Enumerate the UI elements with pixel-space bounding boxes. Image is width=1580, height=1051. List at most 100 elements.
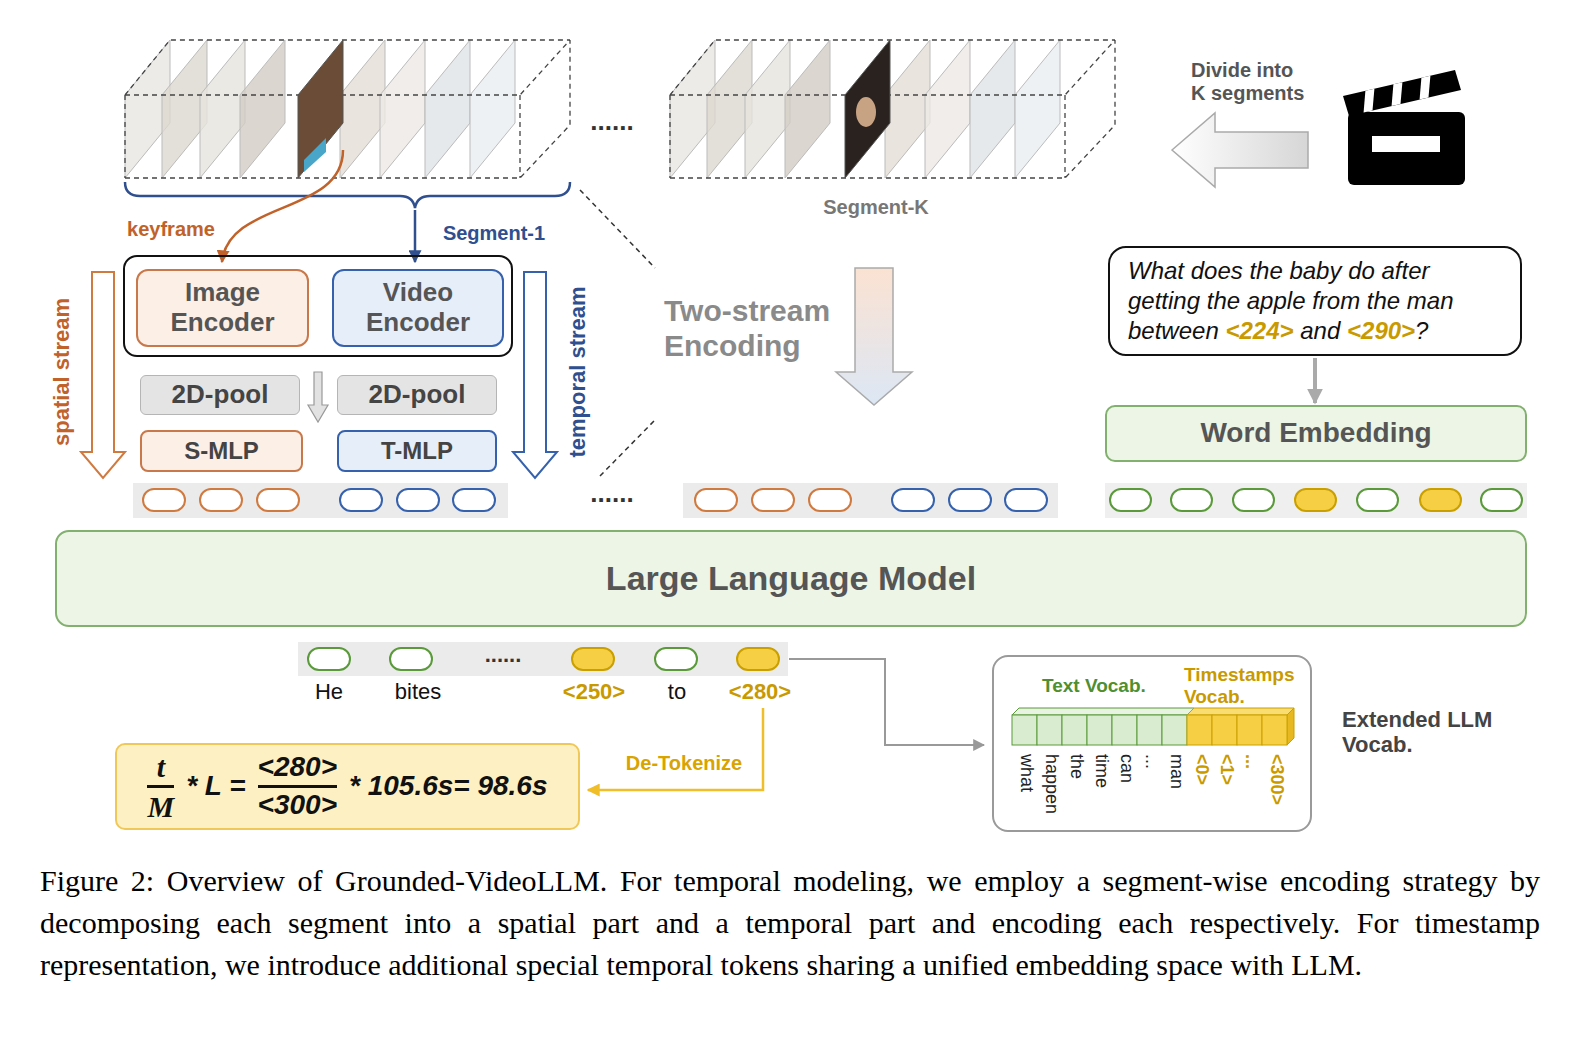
output-word: bites <box>395 679 441 704</box>
question-bubble: What does the baby do after getting the … <box>1108 246 1522 356</box>
vocab-cells <box>1287 708 1294 745</box>
fraction: <280><300> <box>258 752 337 821</box>
vocab-heading: Extended LLM Vocab. <box>1342 707 1527 758</box>
connector <box>1313 358 1317 403</box>
fraction-bar <box>258 785 337 788</box>
step-note: Two-stream Encoding <box>664 294 844 363</box>
token-row <box>752 489 794 511</box>
pool-box: 2D-pool <box>140 375 300 415</box>
encoding-arrow <box>836 268 912 405</box>
vocab-cells <box>1162 715 1187 745</box>
fraction-numerator: t <box>157 750 165 783</box>
vocab-cells <box>1187 708 1294 715</box>
token-row <box>892 489 934 511</box>
vocab-box: Text Vocab.Timestamps Vocab.whathappenth… <box>992 655 1312 832</box>
token-row <box>1110 489 1151 511</box>
token-row <box>1295 489 1336 511</box>
keyframe-label: keyframe <box>127 218 215 241</box>
formula-part: * L = <box>186 771 245 802</box>
video-segment <box>425 40 470 178</box>
vocab-heading: Timestamps Vocab. <box>1184 664 1302 708</box>
output-word: to <box>668 679 686 704</box>
text-group: Video Encoder <box>342 278 494 338</box>
vocab-link <box>789 659 984 745</box>
token-row <box>133 483 508 518</box>
vocab-cells <box>1062 715 1087 745</box>
formula-part: * 105.6s= 98.6s <box>349 771 548 802</box>
clapperboard-icon <box>1348 112 1465 185</box>
vocab-cells <box>1237 715 1262 745</box>
zoom-line <box>580 190 655 476</box>
token-row <box>1233 489 1274 511</box>
text-group: 2D-pool <box>172 380 269 410</box>
stream-label: spatial stream <box>49 298 74 446</box>
ellipsis: ...... <box>485 642 522 667</box>
vocab-cells <box>1187 715 1212 745</box>
vocab-token: ... <box>1141 754 1162 769</box>
output-word: He <box>315 679 343 704</box>
divide-arrow <box>1172 113 1308 187</box>
token-row <box>143 489 185 511</box>
video-segment <box>380 40 425 178</box>
temporal-stream-arrow <box>513 272 557 478</box>
output-timestamp: <280> <box>729 679 791 704</box>
ellipsis: ...... <box>590 107 633 137</box>
output-token-row <box>298 642 788 676</box>
llm-box: Large Language Model <box>55 530 1527 627</box>
mlp-box: T-MLP <box>337 430 497 472</box>
vocab-cells <box>1137 715 1162 745</box>
segment-label: Segment-K <box>823 196 929 219</box>
vocab-cells <box>1087 715 1112 745</box>
embedding-box: Word Embedding <box>1105 405 1527 462</box>
clapperboard-icon <box>1364 89 1375 113</box>
vocab-cells <box>1037 715 1062 745</box>
vocab-token: <1> <box>1216 754 1237 785</box>
fraction-denominator: <300> <box>258 790 337 821</box>
vocab-token: man <box>1166 754 1187 789</box>
arrow-label: De-Tokenize <box>626 752 742 775</box>
video-segment <box>670 40 1115 178</box>
token-row <box>1171 489 1212 511</box>
token-row <box>453 489 495 511</box>
box-label: Image Encoder <box>146 278 299 338</box>
output-token-row <box>298 642 788 676</box>
encoder-box: Video Encoder <box>332 269 504 347</box>
token-row <box>397 489 439 511</box>
vocab-token: happen <box>1041 754 1062 814</box>
video-segment <box>340 40 385 178</box>
output-timestamp: <250> <box>563 679 625 704</box>
box-label: Word Embedding <box>1200 417 1431 449</box>
box-label: T-MLP <box>381 437 453 465</box>
step-note: Divide into K segments <box>1191 59 1309 105</box>
encoder-group: Image Encoder Video Encoder <box>123 255 513 357</box>
keyframe-image <box>845 40 890 178</box>
text-group: Word Embedding <box>1200 417 1431 449</box>
vocab-token: time <box>1091 754 1112 788</box>
clapperboard-icon <box>1372 136 1440 152</box>
box-label: 2D-pool <box>172 380 269 410</box>
vocab-heading: Text Vocab. <box>1042 675 1146 697</box>
token-row <box>1357 489 1398 511</box>
clapperboard-icon <box>1420 76 1431 100</box>
formula: tM* L =<280><300>* 105.6s= 98.6s <box>147 750 547 823</box>
box-label: Large Language Model <box>606 559 976 598</box>
detokenize-arrow <box>588 708 763 790</box>
token-row <box>949 489 991 511</box>
question-part: <290> <box>1347 317 1415 344</box>
clapperboard-icon <box>1343 70 1461 116</box>
video-segment <box>470 40 515 178</box>
token-row <box>1481 489 1522 511</box>
token-row <box>1420 489 1461 511</box>
clapperboard-icon <box>1343 70 1465 185</box>
vocab-cells <box>1012 708 1294 745</box>
text-group: 2D-pool <box>369 380 466 410</box>
vocab-token: <300> <box>1266 754 1287 805</box>
question-part: and <box>1300 317 1340 344</box>
output-token-row <box>655 648 697 670</box>
segment-label: Segment-1 <box>443 222 545 245</box>
keyframe-arrow <box>222 150 343 262</box>
token-row <box>340 489 382 511</box>
video-segment <box>125 40 570 178</box>
text-group: T-MLP <box>381 437 453 465</box>
keyframe-image <box>304 138 326 172</box>
